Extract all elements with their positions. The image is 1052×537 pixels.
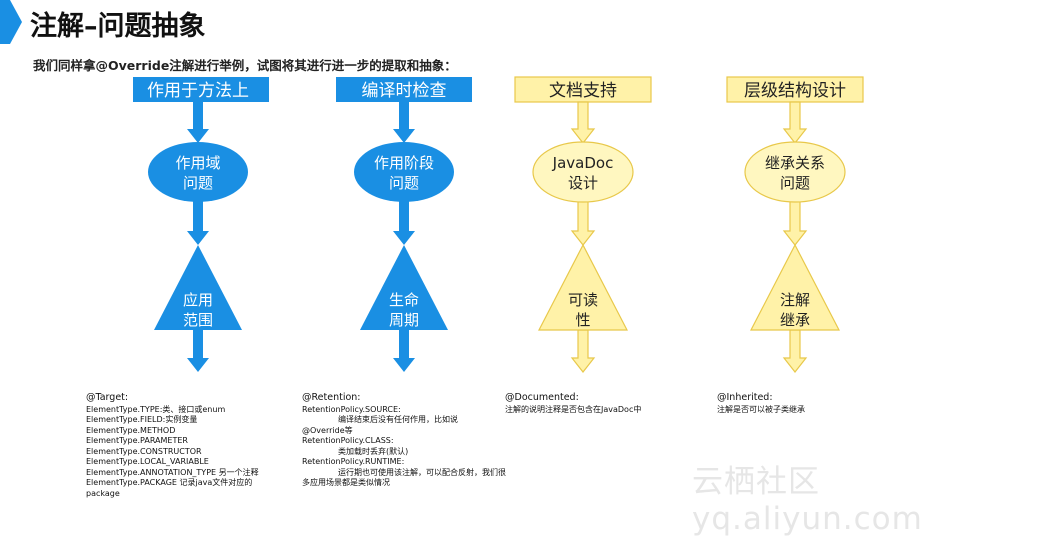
note-line: RetentionPolicy.CLASS: bbox=[302, 436, 394, 445]
header-label-2: 编译时检查 bbox=[362, 81, 447, 101]
note-line: 编译结束后没有任何作用，比如说 bbox=[338, 415, 458, 424]
ellipse-4 bbox=[744, 141, 846, 203]
note-block-2: @Retention:RetentionPolicy.SOURCE:编译结束后没… bbox=[302, 392, 506, 489]
triangle-1 bbox=[154, 245, 242, 330]
note-line: RetentionPolicy.SOURCE: bbox=[302, 404, 401, 414]
arrow-down-3-4 bbox=[782, 329, 808, 373]
arrow-down-1-2 bbox=[393, 102, 415, 143]
triangle-label-line2-4: 继承 bbox=[780, 311, 810, 329]
note-heading-4: @Inherited: bbox=[717, 392, 773, 403]
ellipse-label-line2-1: 问题 bbox=[183, 174, 213, 192]
triangle-2 bbox=[360, 245, 448, 330]
note-line: ElementType.LOCAL_VARIABLE bbox=[86, 457, 209, 466]
note-line: ElementType.PACKAGE 记录java文件对应的 bbox=[86, 478, 253, 487]
ellipse-3 bbox=[532, 141, 634, 203]
note-block-3: @Documented:注解的说明注释是否包含在JavaDoc中 bbox=[505, 392, 642, 415]
triangle-label-line2-2: 周期 bbox=[389, 311, 419, 329]
arrow-down-2-4 bbox=[782, 200, 808, 246]
ellipse-label-line1-2: 作用阶段 bbox=[374, 154, 434, 172]
ellipse-label-line1-1: 作用域 bbox=[175, 154, 220, 172]
note-block-4: @Inherited:注解是否可以被子类继承 bbox=[717, 392, 805, 415]
page-title: 注解–问题抽象 bbox=[30, 11, 206, 42]
ellipse-label-line2-2: 问题 bbox=[389, 174, 419, 192]
note-line: ElementType.FIELD:实例变量 bbox=[86, 415, 198, 424]
note-line: ElementType.METHOD bbox=[86, 425, 176, 435]
ellipse-2 bbox=[354, 142, 454, 202]
arrow-down-2-2 bbox=[393, 201, 415, 245]
note-heading-3: @Documented: bbox=[505, 392, 579, 403]
note-line: 注解是否可以被子类继承 bbox=[717, 404, 805, 414]
arrow-down-1-3 bbox=[570, 101, 596, 144]
arrow-down-3-2 bbox=[393, 330, 415, 372]
arrow-down-2-3 bbox=[570, 200, 596, 246]
triangle-4 bbox=[750, 243, 840, 331]
header-label-4: 层级结构设计 bbox=[744, 81, 846, 101]
triangle-label-line1-3: 可读 bbox=[568, 291, 598, 309]
note-heading-1: @Target: bbox=[86, 392, 129, 403]
arrow-down-3-1 bbox=[187, 330, 209, 372]
note-line: ElementType.TYPE:类、接口或enum bbox=[86, 404, 226, 414]
note-line: 注解的说明注释是否包含在JavaDoc中 bbox=[505, 404, 642, 414]
arrow-down-3-3 bbox=[570, 329, 596, 373]
header-label-1: 作用于方法上 bbox=[147, 81, 249, 101]
note-line: RetentionPolicy.RUNTIME: bbox=[302, 457, 405, 466]
header-label-3: 文档支持 bbox=[549, 81, 617, 101]
arrow-down-1-1 bbox=[187, 102, 209, 143]
ellipse-label-line2-4: 问题 bbox=[780, 174, 810, 192]
ellipse-label-line1-4: 继承关系 bbox=[765, 154, 825, 172]
header-box-2 bbox=[336, 77, 472, 102]
ellipse-1 bbox=[148, 142, 248, 202]
note-line: 类加载时丢弃(默认) bbox=[338, 446, 409, 456]
note-line: 运行期也可使用该注解，可以配合反射，我们很 bbox=[338, 467, 506, 477]
triangle-label-line1-1: 应用 bbox=[183, 291, 213, 309]
watermark: 云栖社区 yq.aliyun.com bbox=[692, 464, 923, 537]
triangle-label-line1-2: 生命 bbox=[389, 291, 419, 309]
note-line: 多应用场景都是类似情况 bbox=[302, 478, 390, 487]
ellipse-label-line2-3: 设计 bbox=[568, 174, 598, 192]
arrow-down-1-4 bbox=[782, 101, 808, 144]
triangle-3 bbox=[538, 243, 628, 331]
title-accent-bar bbox=[0, 0, 22, 44]
ellipse-label-line1-3: JavaDoc bbox=[552, 154, 614, 172]
triangle-label-line2-1: 范围 bbox=[183, 311, 213, 329]
triangle-label-line1-4: 注解 bbox=[780, 291, 810, 309]
note-line: @Override等 bbox=[302, 425, 353, 435]
header-box-1 bbox=[133, 77, 269, 102]
header-box-4 bbox=[726, 76, 864, 103]
note-heading-2: @Retention: bbox=[302, 392, 361, 403]
page-subtitle: 我们同样拿@Override注解进行举例，试图将其进行进一步的提取和抽象： bbox=[33, 58, 457, 73]
arrow-down-2-1 bbox=[187, 201, 209, 245]
note-line: ElementType.ANNOTATION_TYPE 另一个注释 bbox=[86, 467, 259, 477]
note-line: ElementType.PARAMETER bbox=[86, 436, 188, 445]
triangle-label-line2-3: 性 bbox=[575, 311, 590, 329]
note-line: package bbox=[86, 488, 120, 498]
note-line: ElementType.CONSTRUCTOR bbox=[86, 446, 202, 456]
